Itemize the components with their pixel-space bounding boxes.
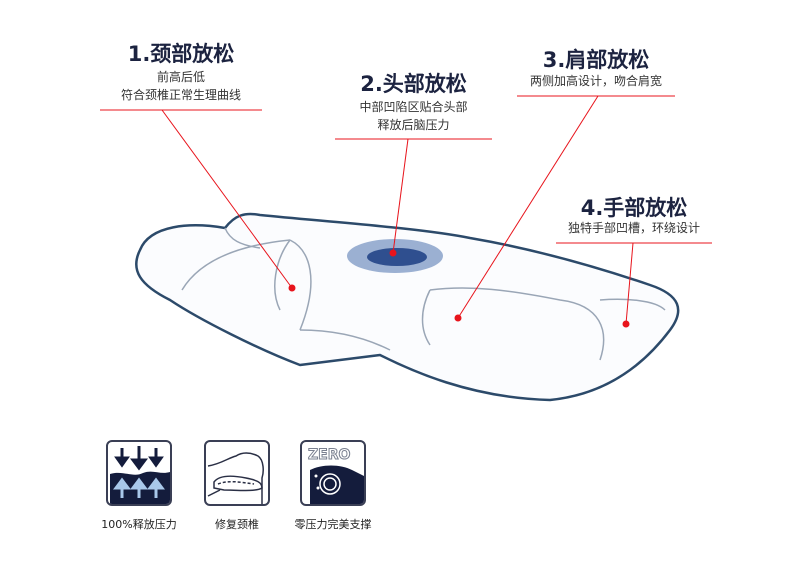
callout-1-desc: 前高后低 符合颈椎正常生理曲线: [100, 68, 262, 104]
zero-badge: ZERO: [308, 447, 350, 463]
callout-3-line-1: 两侧加高设计，吻合肩宽: [529, 74, 662, 88]
callout-1-line-1: 前高后低: [156, 70, 205, 84]
feature-label-zero: 零压力完美支撑: [294, 518, 372, 531]
callout-1-title: 1.颈部放松: [127, 42, 235, 66]
callout-4-line-1: 独特手部凹槽，环绕设计: [567, 221, 700, 235]
callout-lines: [100, 95, 712, 328]
callout-2-desc: 中部凹陷区贴合头部 释放后脑压力: [335, 98, 492, 134]
callout-1-line-2: 符合颈椎正常生理曲线: [120, 88, 241, 102]
feature-label-pressure: 100%释放压力: [101, 518, 177, 531]
callout-3-title: 3.肩部放松: [542, 48, 650, 72]
callout-2-line-1: 中部凹陷区贴合头部: [359, 100, 468, 114]
callout-2-title: 2.头部放松: [360, 72, 467, 96]
callout-4-desc: 独特手部凹槽，环绕设计: [556, 219, 712, 237]
pillow-diagram: [100, 95, 712, 402]
callout-2-line-2: 释放后脑压力: [377, 118, 450, 132]
neck-repair-icon: [204, 440, 270, 506]
feature-label-neck: 修复颈椎: [215, 518, 259, 531]
callout-4-title: 4.手部放松: [580, 196, 688, 220]
pressure-release-icon: [106, 440, 172, 506]
callout-3-desc: 两侧加高设计，吻合肩宽: [517, 72, 675, 90]
zero-pressure-icon: ZERO: [300, 440, 366, 506]
